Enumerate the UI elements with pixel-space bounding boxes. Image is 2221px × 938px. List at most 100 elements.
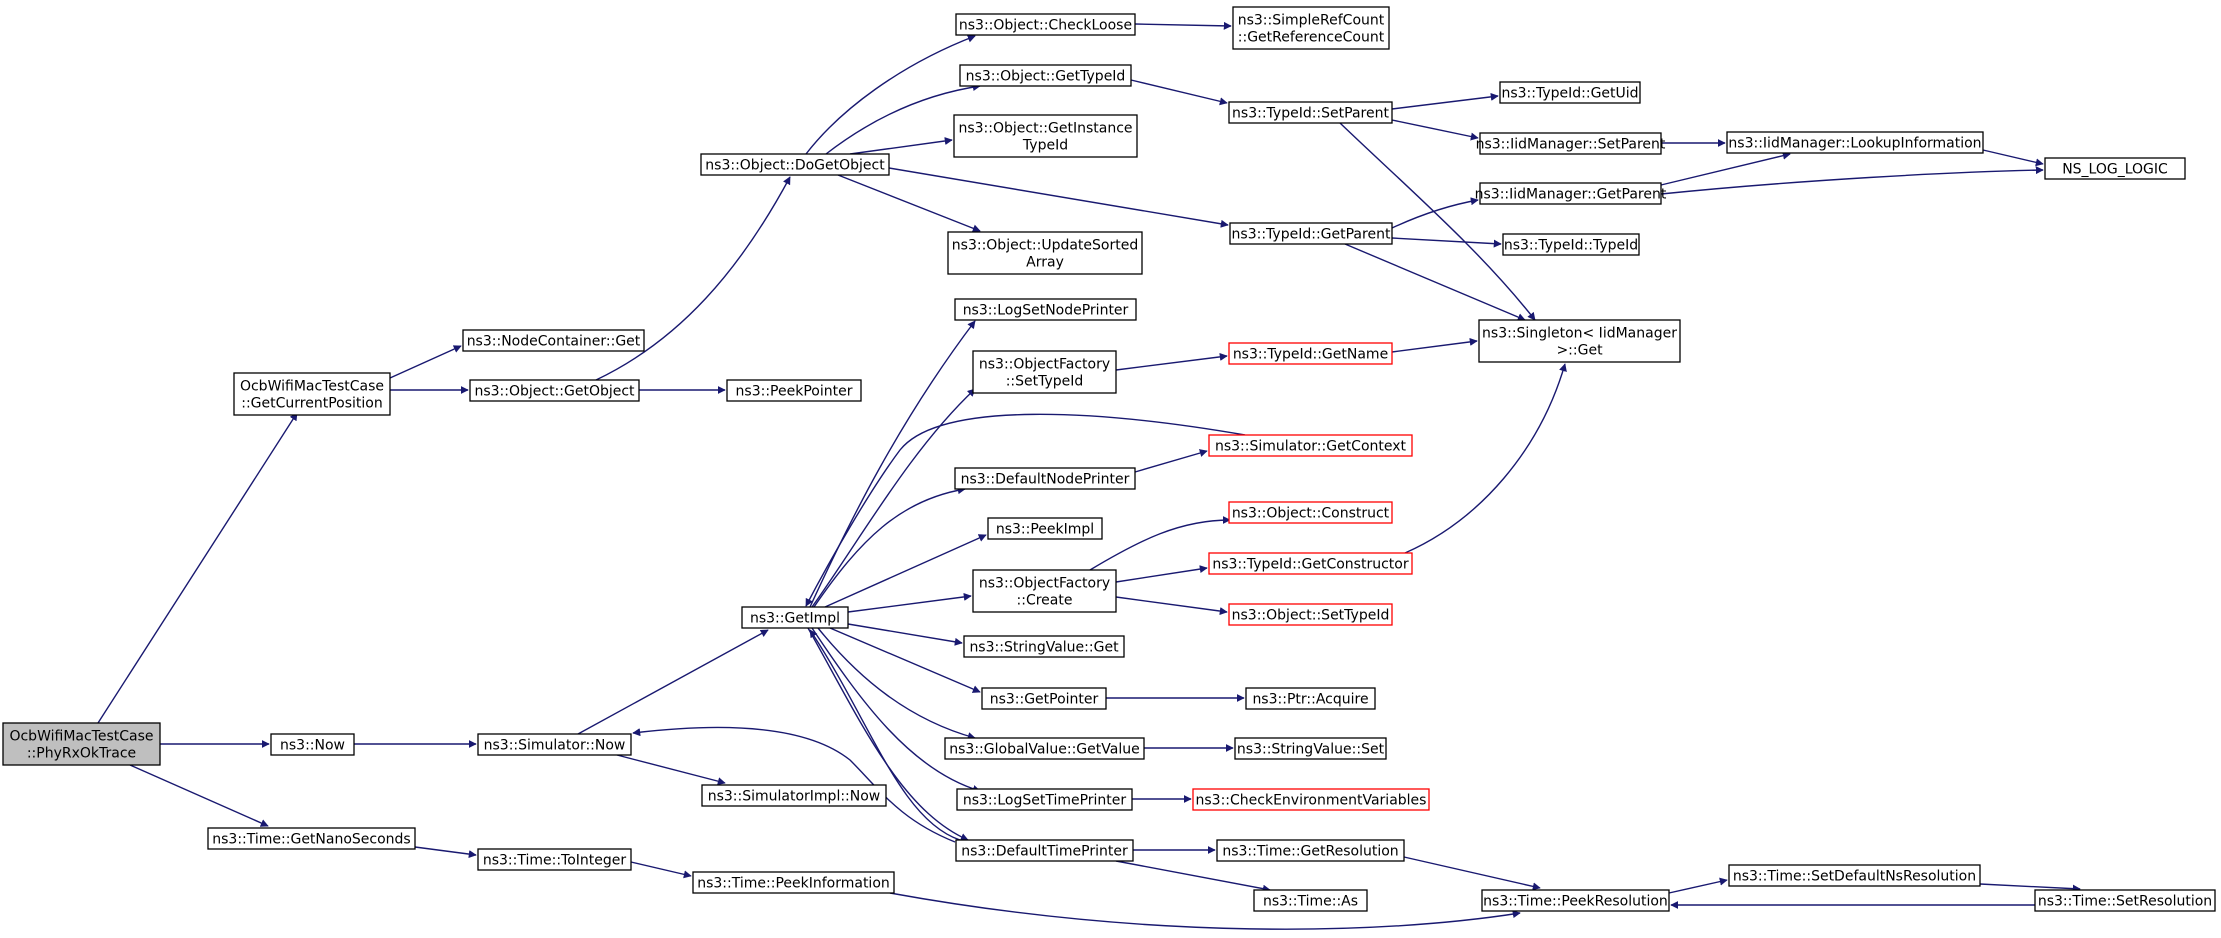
edge-line [577,629,769,735]
node-box [2,722,161,766]
node-objectFactorySetTypeId[interactable]: ns3::ObjectFactory::SetTypeId [972,350,1117,394]
node-timeGetNanoSeconds[interactable]: ns3::Time::GetNanoSeconds [207,827,416,850]
node-typeIdSetParent[interactable]: ns3::TypeId::SetParent [1228,101,1393,124]
edge-line [414,846,477,859]
node-box [981,687,1107,710]
node-label-line-1: ns3::TypeId::GetParent [1232,227,1391,243]
edge-root-to-getCurrentPosition [97,412,298,724]
node-simulatorGetContext[interactable]: ns3::Simulator::GetContext [1208,434,1413,457]
edge-line [817,627,976,740]
node-objectCheckLoose[interactable]: ns3::Object::CheckLoose [955,13,1136,36]
node-getImpl[interactable]: ns3::GetImpl [741,606,849,629]
node-logSetTimePrinter[interactable]: ns3::LogSetTimePrinter [956,788,1133,811]
edge-objectFactoryCreate-to-objectSetTypeId [1115,596,1228,615]
node-timeSetDefaultNsResolution[interactable]: ns3::Time::SetDefaultNsResolution [1728,864,1981,887]
node-peekImpl[interactable]: ns3::PeekImpl [987,517,1103,540]
node-getCurrentPosition[interactable]: OcbWifiMacTestCase::GetCurrentPosition [233,372,391,416]
edge-line [1339,122,1536,321]
node-label-line-1: ns3::LogSetTimePrinter [963,793,1127,809]
edge-typeIdGetName-to-singletonGet [1391,337,1478,353]
edge-iidManagerLookupInformation-to-nsLogLogic [1982,149,2044,167]
node-typeIdGetName[interactable]: ns3::TypeId::GetName [1228,342,1393,365]
node-stringValueSet[interactable]: ns3::StringValue::Set [1234,737,1387,760]
node-objectDoGetObject[interactable]: ns3::Object::DoGetObject [700,153,890,176]
node-label-line-1: ns3::Ptr::Acquire [1252,692,1368,708]
node-simpleRefCountGetReferenceCount[interactable]: ns3::SimpleRefCount::GetReferenceCount [1232,6,1390,50]
node-label-line-1: ns3::DefaultTimePrinter [961,844,1128,860]
node-objectFactoryCreate[interactable]: ns3::ObjectFactory::Create [972,569,1117,613]
node-simulatorImplNow[interactable]: ns3::SimulatorImpl::Now [701,784,887,807]
node-iidManagerLookupInformation[interactable]: ns3::IidManager::LookupInformation [1726,131,1984,154]
edge-line [807,627,969,841]
node-ptrAcquire[interactable]: ns3::Ptr::Acquire [1245,687,1376,710]
node-logSetNodePrinter[interactable]: ns3::LogSetNodePrinter [954,298,1137,321]
node-timeSetResolution[interactable]: ns3::Time::SetResolution [2034,889,2216,912]
edge-line [632,726,956,843]
node-globalValueGetValue[interactable]: ns3::GlobalValue::GetValue [944,737,1145,760]
node-label-line-1: ns3::Object::CheckLoose [959,18,1132,34]
node-objectGetObject[interactable]: ns3::Object::GetObject [469,379,640,402]
node-objectConstruct[interactable]: ns3::Object::Construct [1228,501,1393,524]
edge-objectDoGetObject-to-objectCheckLoose [805,34,976,155]
edge-line [805,34,976,155]
edge-line [1344,243,1526,321]
node-typeIdGetUid[interactable]: ns3::TypeId::GetUid [1499,81,1641,104]
node-singletonGet[interactable]: ns3::Singleton< IidManager >::Get [1478,319,1681,363]
node-objectSetTypeId[interactable]: ns3::Object::SetTypeId [1228,603,1393,626]
edge-defaultTimePrinter-to-timeAs [1115,860,1271,893]
node-typeIdGetParent[interactable]: ns3::TypeId::GetParent [1229,222,1393,245]
node-timeGetResolution[interactable]: ns3::Time::GetResolution [1216,839,1405,862]
node-box [1479,132,1662,155]
edge-root-to-timeGetNanoSeconds [129,764,269,827]
edge-getImpl-to-getPointer [829,627,981,693]
node-peekPointer[interactable]: ns3::PeekPointer [726,379,862,402]
edge-getImpl-to-defaultTimePrinter [807,627,969,841]
node-nodeContainerGet[interactable]: ns3::NodeContainer::Get [462,329,645,352]
node-label-line-2: ::Create [1017,593,1073,609]
edge-objectFactorySetTypeId-to-typeIdGetName [1115,352,1228,371]
node-iidManagerGetParent[interactable]: ns3::IidManager::GetParent [1475,182,1667,205]
node-timePeekResolution[interactable]: ns3::Time::PeekResolution [1481,889,1670,912]
edge-line [595,176,791,381]
edge-defaultTimePrinter-to-simulatorNow [632,726,956,843]
node-label-line-1: ns3::Time::PeekInformation [697,876,890,892]
edge-line [811,627,981,793]
node-stringValueGet[interactable]: ns3::StringValue::Get [963,635,1125,658]
node-label-line-1: ns3::TypeId::GetConstructor [1212,557,1408,573]
node-typeIdGetConstructor[interactable]: ns3::TypeId::GetConstructor [1208,552,1413,575]
node-iidManagerSetParent[interactable]: ns3::IidManager::SetParent [1476,132,1666,155]
node-label-line-1: ns3::DefaultNodePrinter [961,472,1130,488]
node-timeToInteger[interactable]: ns3::Time::ToInteger [477,848,632,871]
edges [97,21,2081,930]
node-timePeekInformation[interactable]: ns3::Time::PeekInformation [692,871,895,894]
node-objectGetTypeId[interactable]: ns3::Object::GetTypeId [959,64,1132,87]
node-simulatorNow[interactable]: ns3::Simulator::Now [477,733,632,756]
edge-line [1115,860,1271,893]
node-label-line-1: ns3::Object::GetObject [474,384,635,400]
node-nsLogLogic[interactable]: NS_LOG_LOGIC [2044,157,2186,180]
node-box [963,635,1125,658]
node-label-line-1: ns3::Time::As [1263,894,1358,910]
node-timeAs[interactable]: ns3::Time::As [1253,889,1368,912]
node-box [1253,889,1368,912]
edge-timeToInteger-to-timePeekInformation [630,861,692,879]
edge-timeGetResolution-to-timePeekResolution [1403,856,1541,891]
node-label-line-1: NS_LOG_LOGIC [2062,162,2168,178]
node-label-line-1: ns3::Time::ToInteger [483,853,627,869]
node-label-line-2: ::GetCurrentPosition [241,396,382,412]
node-box [1478,319,1681,363]
node-getPointer[interactable]: ns3::GetPointer [981,687,1107,710]
node-box [1229,222,1393,245]
edge-getImpl-to-globalValueGetValue [817,627,976,740]
node-checkEnvironmentVariables[interactable]: ns3::CheckEnvironmentVariables [1192,788,1430,811]
node-label-line-1: ns3::IidManager::GetParent [1475,187,1667,203]
node-now[interactable]: ns3::Now [270,733,355,756]
node-defaultTimePrinter[interactable]: ns3::DefaultTimePrinter [955,839,1134,862]
node-label-line-1: ns3::PeekPointer [736,384,853,400]
node-box [270,733,355,756]
node-defaultNodePrinter[interactable]: ns3::DefaultNodePrinter [954,467,1136,490]
node-typeIdTypeId[interactable]: ns3::TypeId::TypeId [1502,233,1640,256]
node-label-line-2: ::PhyRxOkTrace [27,746,136,762]
